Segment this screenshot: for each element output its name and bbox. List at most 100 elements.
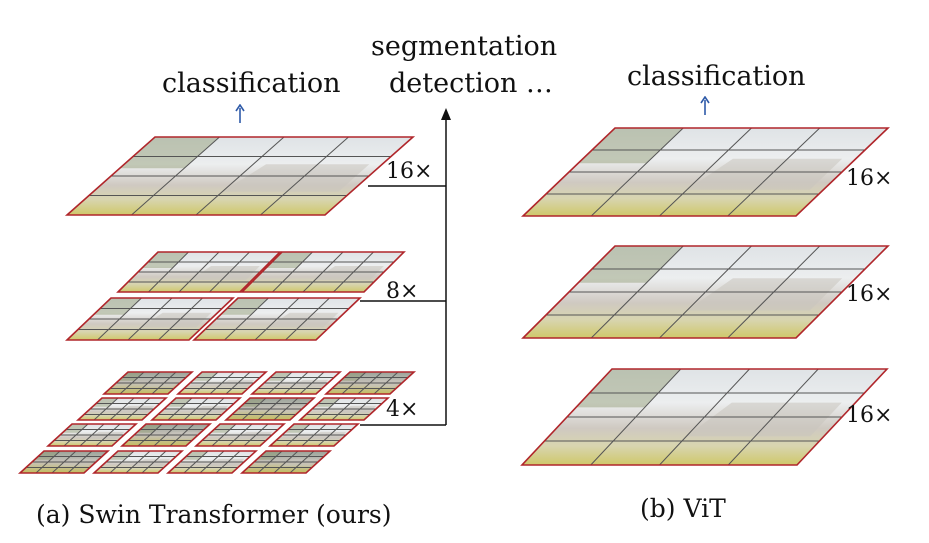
- vit-layer-2-trees: [578, 246, 684, 283]
- swin-layer-bottom-window-2-0-grid-v: [95, 423, 121, 447]
- swin-layer-bottom-window-0-2: [249, 371, 343, 395]
- swin-layer-mid-window-3: [65, 297, 235, 341]
- swin-layer-bottom-window-2-0-border: [45, 423, 139, 447]
- vit-layer-1-border: [521, 127, 890, 217]
- vit-layer-2-building: [687, 278, 843, 311]
- swin-layer-bottom-window-2-0-building: [87, 431, 125, 440]
- swin-layer-bottom-window-0-0-trees: [118, 372, 144, 381]
- swin-dense-tasks-line1: segmentation: [371, 31, 558, 62]
- swin-layer-top-window-grid-v: [260, 136, 349, 216]
- swin-layer-bottom-window-0-0-building: [143, 379, 181, 388]
- swin-layer-bottom-window-2-1-building: [161, 431, 199, 440]
- swin-layer-bottom-window-3-3: [239, 450, 333, 474]
- vit-layer-1-trees: [578, 128, 684, 164]
- swin-layer-mid-window-4: [192, 297, 362, 341]
- swin-layer-bottom-window-2-1-border: [119, 423, 213, 447]
- swin-layer-bottom-window-2-0: [45, 423, 139, 447]
- swin-layer-bottom-window-0-2-building: [291, 379, 329, 388]
- vit-caption: (b) ViT: [640, 494, 726, 523]
- swin-level-mid-label: 8×: [386, 279, 419, 304]
- swin-layer-mid-window-4-building: [268, 312, 339, 328]
- swin-layer-mid-window-4-grid-v: [285, 297, 330, 341]
- swin-layer-bottom-window-0-2-grid-v: [299, 371, 325, 395]
- swin-layer-mid-window-3-trees: [93, 298, 142, 315]
- swin-layer-bottom-window-1-2-grid-v: [273, 397, 299, 421]
- swin-layer-mid-window-2-border: [240, 251, 406, 293]
- swin-layer-bottom-window-1-2-trees: [240, 398, 266, 407]
- swin-layer-bottom-window-1-3-building: [339, 405, 377, 414]
- swin-layer-top-window-building: [222, 164, 370, 192]
- vit-layer-2: [521, 245, 890, 339]
- swin-layer-bottom-window-1-0-trees: [92, 398, 118, 407]
- swin-layer-bottom-window-2-0-trees: [62, 424, 88, 433]
- vit-layer-3-border: [520, 368, 889, 466]
- swin-layer-bottom-window-0-1-building: [217, 379, 255, 388]
- swin-layer-bottom-window-3-0-border: [17, 450, 111, 474]
- swin-layer-bottom-window-0-0-grid-v: [151, 371, 177, 395]
- swin-layer-mid-window-1-building: [191, 266, 260, 280]
- swin-layer-bottom-window-1-3-trees: [314, 398, 340, 407]
- swin-layer-bottom-window-3-1-grid-v: [141, 450, 167, 474]
- swin-layer-bottom-window-2-1: [119, 423, 213, 447]
- swin-layer-bottom-window-1-0: [75, 397, 169, 421]
- vit-layer-1-building: [687, 158, 843, 190]
- swin-layer-bottom-window-0-3-border: [323, 371, 417, 395]
- swin-layer-mid-window-3-building: [141, 312, 212, 328]
- swin-layer-bottom-window-2-1-grid-v: [169, 423, 195, 447]
- swin-layer-bottom-window-3-2-building: [207, 458, 245, 467]
- swin-layer-bottom-window-0-3-building: [365, 379, 403, 388]
- vit-layer-3-building: [686, 402, 842, 437]
- swin-layer-bottom-window-3-2-trees: [182, 451, 208, 460]
- swin-classification-arrow-icon: [235, 104, 245, 123]
- swin-layer-top-window-trees: [119, 137, 220, 169]
- swin-layer-bottom-window-2-2: [193, 423, 287, 447]
- swin-layer-bottom-window-1-3-grid-v: [347, 397, 373, 421]
- vit-classification-arrow-icon: [700, 96, 710, 115]
- swin-layer-bottom-window-1-1-building: [191, 405, 229, 414]
- swin-layer-mid-window-2-building: [315, 266, 384, 280]
- vit-layer-3-grid-v: [727, 368, 819, 466]
- swin-layer-bottom-window-1-2-border: [223, 397, 317, 421]
- swin-layer-mid-window-1-border: [116, 251, 282, 293]
- swin-layer-mid-window-2: [240, 251, 406, 293]
- swin-layer-bottom-window-0-2-border: [249, 371, 343, 395]
- swin-layer-bottom-window-2-2-grid-v: [243, 423, 269, 447]
- swin-layer-bottom-window-0-2-trees: [266, 372, 292, 381]
- vit-layer-1-grid-v: [727, 127, 821, 217]
- swin-dense-tasks-line2: detection …: [389, 68, 553, 99]
- vit-layer-3-trees: [576, 369, 681, 408]
- swin-layer-bottom-window-0-1-border: [175, 371, 269, 395]
- swin-layer-bottom-window-1-2-building: [265, 405, 303, 414]
- swin-layer-bottom-window-0-3-trees: [340, 372, 366, 381]
- vit-layer-1: [521, 127, 890, 217]
- swin-layer-mid-window-4-trees: [220, 298, 269, 315]
- swin-layer-mid-window-2-trees: [266, 252, 313, 268]
- swin-layer-bottom-window-1-3-border: [297, 397, 391, 421]
- swin-layer-top-window-border: [64, 136, 416, 216]
- swin-layer-bottom-window-0-1-trees: [192, 372, 218, 381]
- swin-level-bottom-label: 4×: [386, 397, 419, 422]
- swin-layer-bottom-window-2-2-trees: [210, 424, 236, 433]
- swin-layer-bottom-window-2-2-border: [193, 423, 287, 447]
- swin-layer-bottom-window-0-1: [175, 371, 269, 395]
- swin-layer-bottom-window-3-0-building: [59, 458, 97, 467]
- swin-layer-bottom-window-3-0-grid-v: [67, 450, 93, 474]
- swin-layer-bottom-window-2-1-trees: [136, 424, 162, 433]
- swin-layer-mid-window-4-border: [192, 297, 362, 341]
- swin-layer-bottom-window-1-1: [149, 397, 243, 421]
- swin-layer-bottom-window-1-2: [223, 397, 317, 421]
- swin-layer-bottom-window-0-0-border: [101, 371, 195, 395]
- swin-layer-bottom-window-1-0-grid-v: [125, 397, 151, 421]
- vit-level-label-3: 16×: [846, 403, 893, 428]
- swin-layer-bottom-window-1-0-border: [75, 397, 169, 421]
- swin-layer-bottom-window-3-2: [165, 450, 259, 474]
- swin-layer-bottom-window-2-3-grid-v: [317, 423, 343, 447]
- vit-level-label-1: 16×: [846, 166, 893, 191]
- swin-layer-bottom-window-3-3-trees: [256, 451, 282, 460]
- vit-output-label: classification: [627, 61, 806, 92]
- vit-layer-3: [520, 368, 889, 466]
- vit-level-label-2: 16×: [846, 282, 893, 307]
- vit-layer-2-border: [521, 245, 890, 339]
- swin-layer-bottom-window-1-1-trees: [166, 398, 192, 407]
- swin-layer-bottom-window-3-3-grid-v: [289, 450, 315, 474]
